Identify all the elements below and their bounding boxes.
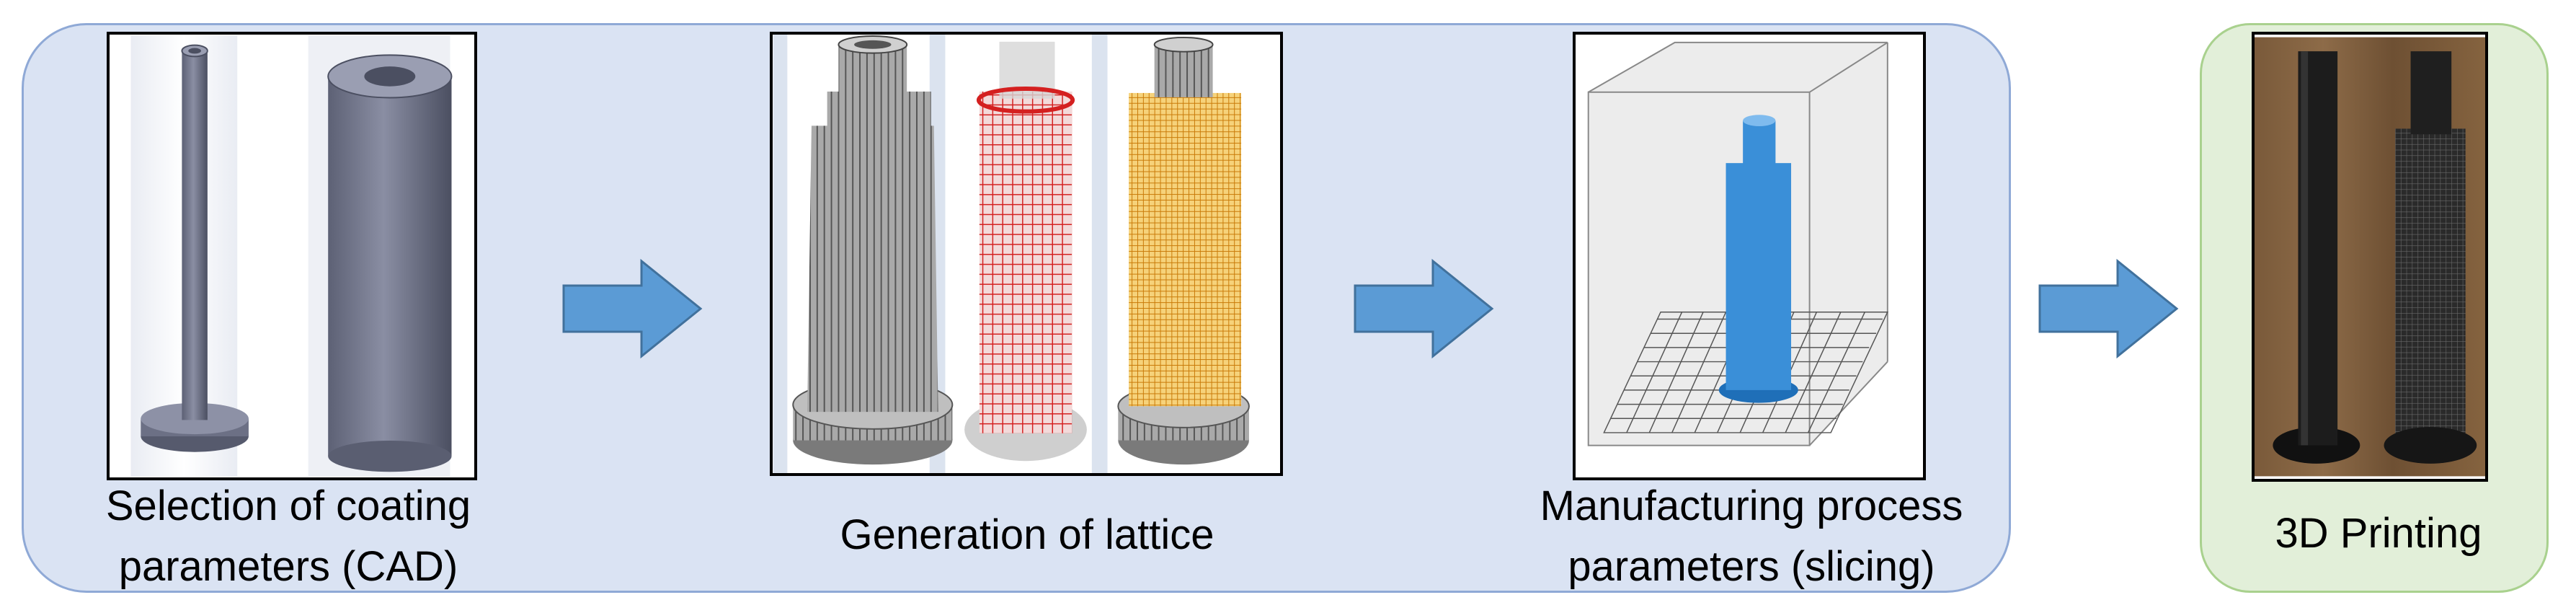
slicer-preview (1576, 35, 1923, 477)
right-arrow-3-icon (2038, 258, 2179, 359)
stage-2-label: Generation of lattice (764, 505, 1290, 565)
right-arrow-2-icon (1354, 258, 1494, 359)
lattice-image (770, 32, 1283, 476)
printed-parts-photo (2255, 37, 2485, 477)
stage-1-label: Selection of coating parameters (CAD) (50, 476, 526, 597)
stage-1-label-line-2: parameters (CAD) (118, 543, 458, 590)
lattice-models (773, 35, 1280, 473)
cad-cylinder-models (130, 35, 453, 477)
stage-1-label-line-1: Selection of coating (105, 482, 471, 529)
stage-3-label-line-1: Manufacturing process (1540, 482, 1963, 529)
stage-2-label-line-1: Generation of lattice (840, 511, 1214, 558)
cad-models-image (107, 32, 477, 480)
right-arrow-1-icon (562, 258, 703, 359)
printed-parts-image (2252, 32, 2488, 482)
stage-3-label: Manufacturing process parameters (slicin… (1499, 476, 2004, 597)
stage-4-label: 3D Printing (2227, 503, 2530, 564)
slicer-image (1573, 32, 1926, 480)
stage-4-label-line-1: 3D Printing (2275, 510, 2482, 557)
stage-3-label-line-2: parameters (slicing) (1568, 543, 1935, 590)
